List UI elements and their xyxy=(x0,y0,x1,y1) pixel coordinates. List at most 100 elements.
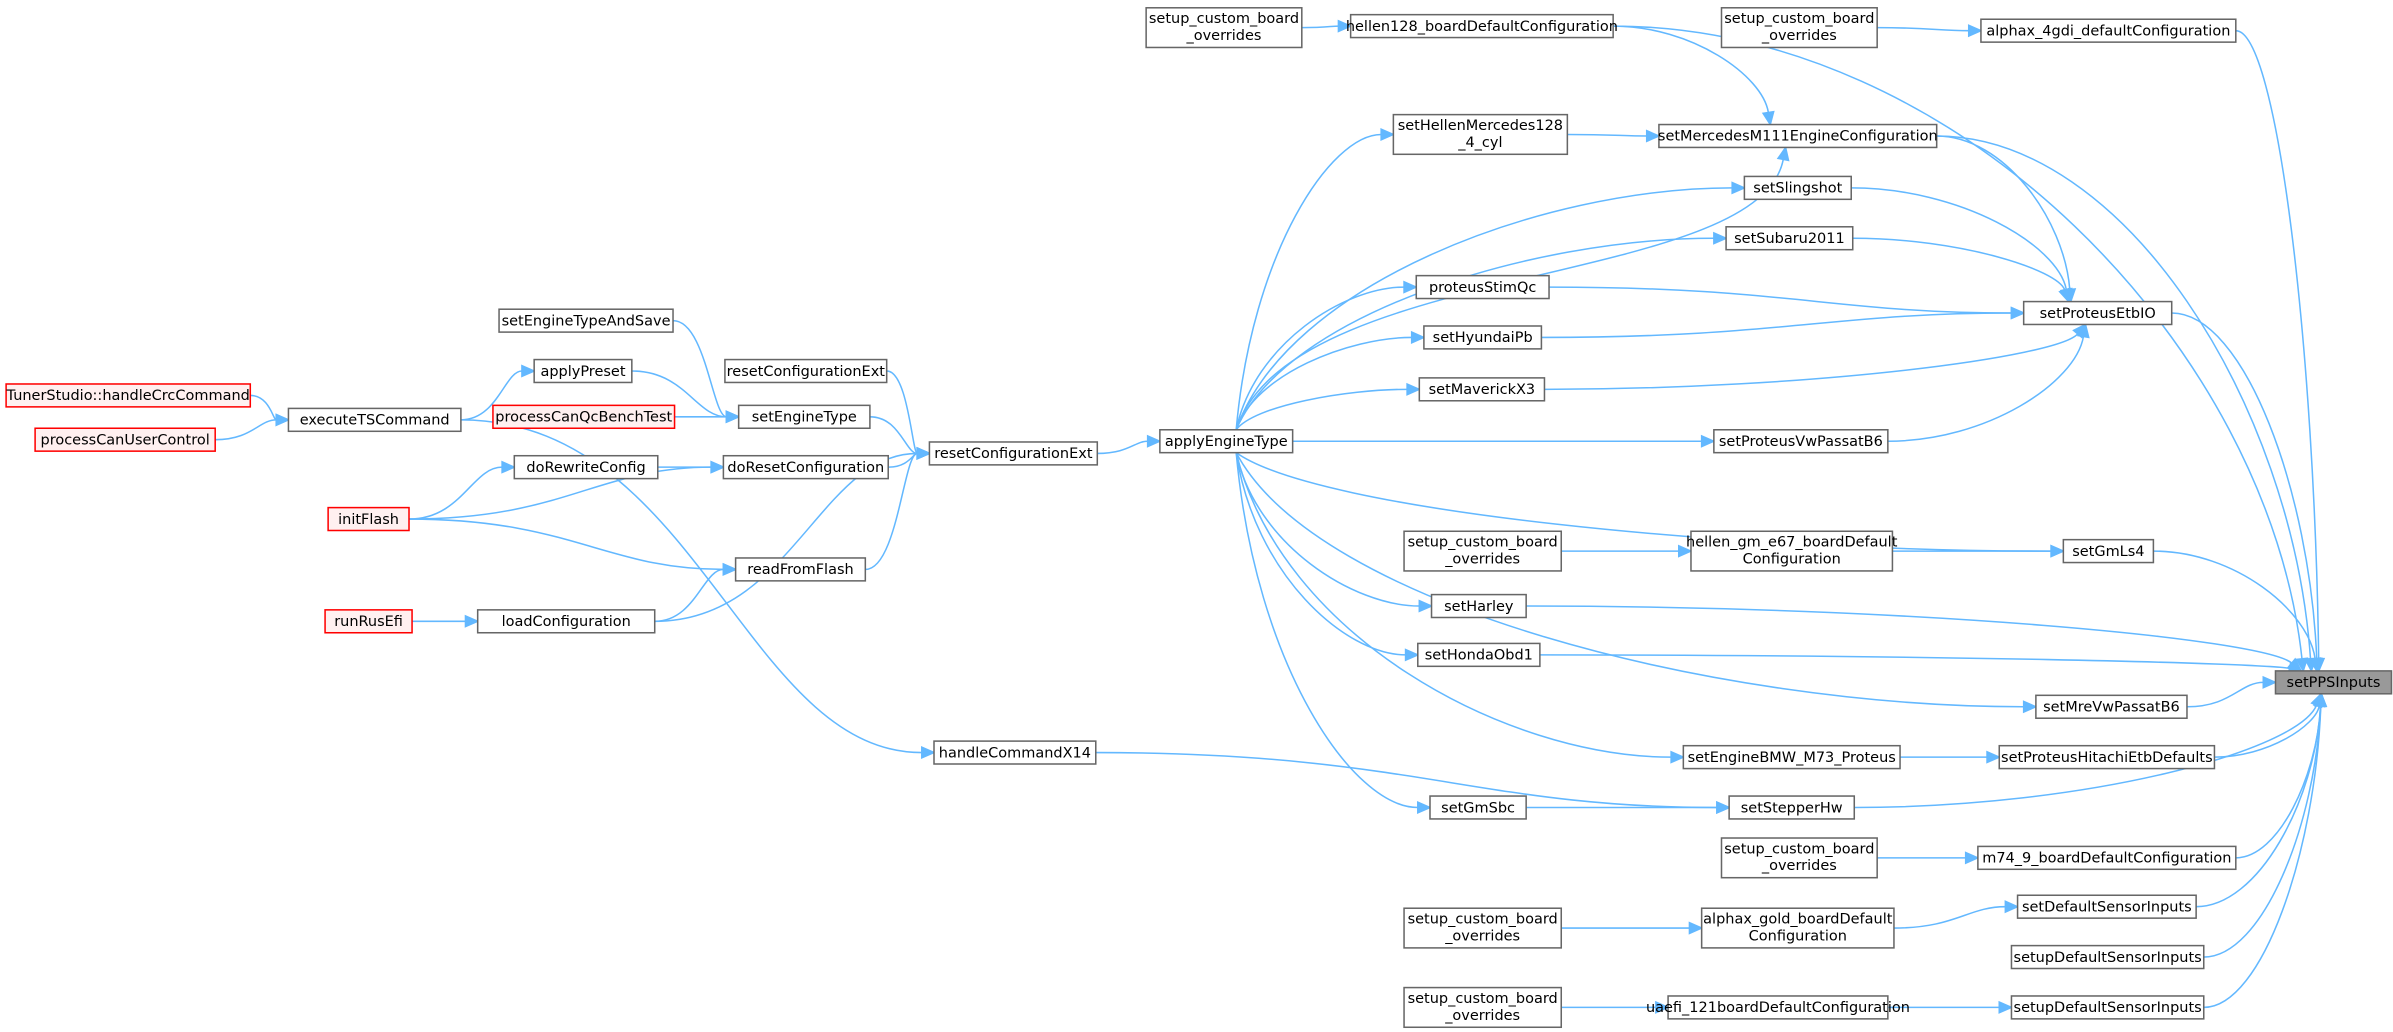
node-sco4[interactable]: setup_custom_board_overrides xyxy=(1720,837,1878,879)
edge-applyEngineType-to-bmw xyxy=(1235,452,1686,764)
node-subaru[interactable]: setSubaru2011 xyxy=(1725,226,1854,251)
node-setupSensor1[interactable]: setupDefaultSensorInputs xyxy=(2010,944,2205,970)
node-stimqc[interactable]: proteusStimQc xyxy=(1415,274,1550,300)
node-label: Configuration xyxy=(1743,551,1841,567)
arrowhead-icon xyxy=(1670,750,1686,764)
arrowhead-icon xyxy=(1418,599,1434,613)
node-label: setup_custom_board xyxy=(1408,535,1558,551)
arrowhead-icon xyxy=(1731,181,1747,195)
node-defSensor[interactable]: setDefaultSensorInputs xyxy=(2016,894,2197,919)
node-applyPreset[interactable]: applyPreset xyxy=(533,358,633,384)
arrowhead-icon xyxy=(275,413,291,427)
node-box xyxy=(1977,845,2237,871)
node-maverick[interactable]: setMaverickX3 xyxy=(1418,377,1546,402)
node-x14[interactable]: handleCommandX14 xyxy=(933,740,1097,765)
edges-layer xyxy=(215,19,2328,1014)
node-label: setup_custom_board xyxy=(1149,11,1299,27)
node-bmw[interactable]: setEngineBMW_M73_Proteus xyxy=(1682,744,1901,770)
edge-runRusEfi-to-loadConfig xyxy=(412,614,480,628)
node-engTypeSave[interactable]: setEngineTypeAndSave xyxy=(498,308,674,333)
node-label: setupDefaultSensorInputs xyxy=(2014,1000,2202,1016)
node-loadConfig[interactable]: loadConfiguration xyxy=(476,609,656,634)
node-label: setSubaru2011 xyxy=(1734,231,1845,247)
node-sco3[interactable]: setup_custom_board_overrides xyxy=(1403,530,1563,572)
edge-applyEngineType-to-slingshot xyxy=(1235,181,1747,431)
node-sco6[interactable]: setup_custom_board_overrides xyxy=(1403,986,1563,1029)
node-readFlash[interactable]: readFromFlash xyxy=(734,557,867,582)
node-qcBench[interactable]: processCanQcBenchTest xyxy=(492,404,676,430)
node-stepper[interactable]: setStepperHw xyxy=(1728,795,1856,820)
node-label: runRusEfi xyxy=(334,614,403,630)
node-box xyxy=(1403,530,1563,572)
node-uaefi[interactable]: uaefi_121boardDefaultConfiguration xyxy=(1646,995,1910,1020)
arrowhead-icon xyxy=(1677,544,1693,558)
node-box xyxy=(1417,642,1541,668)
node-m111[interactable]: setMercedesM111EngineConfiguration xyxy=(1658,123,1938,149)
node-sco2[interactable]: setup_custom_board_overrides xyxy=(1720,7,1878,49)
arrowhead-icon xyxy=(1967,24,1983,38)
edge-hellenMerc-to-m111 xyxy=(1567,129,1661,143)
node-box xyxy=(476,609,656,634)
node-resetExt[interactable]: resetConfigurationExt xyxy=(928,441,1099,466)
arrowhead-icon xyxy=(1700,434,1716,448)
node-hellenMerc[interactable]: setHellenMercedes128_4_cyl xyxy=(1392,113,1569,156)
node-doRewrite[interactable]: doRewriteConfig xyxy=(513,454,659,480)
node-box xyxy=(287,407,462,433)
node-harley[interactable]: setHarley xyxy=(1430,593,1527,619)
arrowhead-icon xyxy=(2058,287,2071,304)
node-initFlash[interactable]: initFlash xyxy=(327,506,410,532)
edge-maverick-to-etbio xyxy=(1544,323,2087,391)
edge-hitachi-to-pps xyxy=(2214,691,2326,758)
arrowhead-icon xyxy=(1380,127,1396,141)
node-box xyxy=(1743,175,1852,201)
node-etbio[interactable]: setProteusEtbIO xyxy=(2022,300,2173,326)
node-setupSensor2[interactable]: setupDefaultSensorInputs xyxy=(2010,995,2205,1020)
node-box xyxy=(513,454,659,480)
edge-setupSensor1-to-pps xyxy=(2203,691,2328,958)
node-alphaxGold[interactable]: alphax_gold_boardDefaultConfiguration xyxy=(1700,907,1895,949)
node-canUser[interactable]: processCanUserControl xyxy=(34,427,216,452)
node-applyEngineType[interactable]: applyEngineType xyxy=(1159,429,1294,454)
arrowhead-icon xyxy=(710,460,726,474)
node-execTS[interactable]: executeTSCommand xyxy=(287,407,462,433)
node-gmLs4[interactable]: setGmLs4 xyxy=(2062,538,2155,564)
node-box xyxy=(1682,744,1901,770)
edge-applyEngineType-to-stimqc xyxy=(1235,280,1419,430)
edge-alphax4gdi-to-pps xyxy=(2235,29,2326,673)
node-box xyxy=(324,609,413,634)
edge-setupSensor2-to-pps xyxy=(2203,691,2328,1009)
node-doReset[interactable]: doResetConfiguration xyxy=(722,454,889,480)
node-pps[interactable]: setPPSInputs xyxy=(2274,670,2393,695)
node-slingshot[interactable]: setSlingshot xyxy=(1743,175,1852,201)
node-m74[interactable]: m74_9_boardDefaultConfiguration xyxy=(1977,845,2237,871)
node-hellen128[interactable]: hellen128_boardDefaultConfiguration xyxy=(1346,13,1618,39)
node-box xyxy=(1430,593,1527,619)
node-gmE67[interactable]: hellen_gm_e67_boardDefaultConfiguration xyxy=(1686,530,1898,572)
node-label: _overrides xyxy=(1444,928,1520,944)
node-tsCrc[interactable]: TunerStudio::handleCrcCommand xyxy=(5,383,252,408)
node-mrePassat[interactable]: setMreVwPassatB6 xyxy=(2035,694,2188,719)
node-alphax4gdi[interactable]: alphax_4gdi_defaultConfiguration xyxy=(1980,18,2237,43)
node-label: TunerStudio::handleCrcCommand xyxy=(6,388,250,404)
node-hyundai[interactable]: setHyundaiPb xyxy=(1423,325,1543,350)
node-label: setProteusVwPassatB6 xyxy=(1719,434,1883,450)
node-proteusPassat[interactable]: setProteusVwPassatB6 xyxy=(1713,429,1889,454)
node-box xyxy=(1403,986,1563,1029)
node-runRusEfi[interactable]: runRusEfi xyxy=(324,609,413,634)
node-setEngineType[interactable]: setEngineType xyxy=(737,404,871,430)
edge-loadConfig-to-readFlash xyxy=(654,562,738,623)
node-resetExt2[interactable]: resetConfigurationExt xyxy=(724,358,888,384)
node-label: hellen_gm_e67_boardDefault xyxy=(1686,535,1898,551)
node-sco1[interactable]: setup_custom_board_overrides xyxy=(1145,7,1303,49)
node-gmSbc[interactable]: setGmSbc xyxy=(1429,795,1527,820)
node-label: handleCommandX14 xyxy=(939,745,1091,761)
node-label: setStepperHw xyxy=(1741,800,1843,816)
node-hitachi[interactable]: setProteusHitachiEtbDefaults xyxy=(1998,744,2216,770)
node-sco5[interactable]: setup_custom_board_overrides xyxy=(1403,907,1563,949)
node-honda[interactable]: setHondaObd1 xyxy=(1417,642,1541,668)
arrowhead-icon xyxy=(2308,657,2322,673)
arrowhead-icon xyxy=(521,364,537,378)
node-label: proteusStimQc xyxy=(1429,280,1536,296)
node-box xyxy=(533,358,633,384)
edge-applyEngineType-to-hyundai xyxy=(1235,330,1426,431)
